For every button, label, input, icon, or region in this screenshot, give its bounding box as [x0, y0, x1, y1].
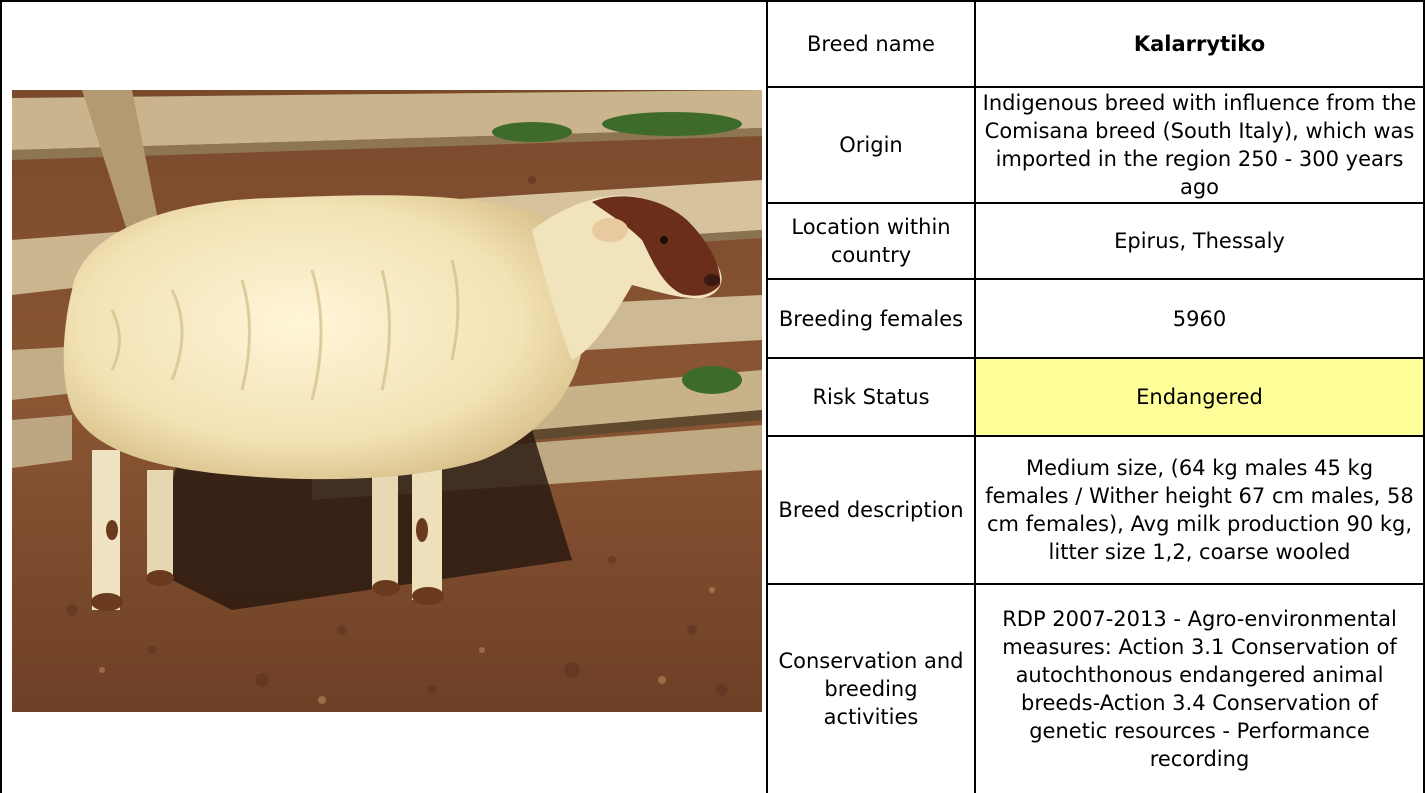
conservation-label: Conservation and breeding activities: [778, 649, 964, 729]
row-breed-name: Breed name Kalarrytiko: [766, 2, 1425, 86]
location-value: Epirus, Thessaly: [1114, 229, 1285, 253]
sheep-photo: [12, 90, 762, 712]
row-origin: Origin Indigenous breed with influence f…: [766, 88, 1425, 202]
row-location: Location within country Epirus, Thessaly: [766, 204, 1425, 278]
border-photo-right: [766, 0, 768, 793]
origin-label: Origin: [839, 133, 903, 157]
row-breeding-females: Breeding females 5960: [766, 280, 1425, 357]
row-risk-status: Risk Status Endangered: [766, 359, 1425, 435]
breeding-females-label: Breeding females: [778, 306, 964, 331]
breed-name-value: Kalarrytiko: [1133, 32, 1266, 56]
row-breed-description: Breed description Medium size, (64 kg ma…: [766, 437, 1425, 583]
border-label-right: [974, 0, 976, 793]
breed-name-label: Breed name: [807, 32, 935, 56]
row-divider: [766, 435, 1425, 437]
location-label: Location within country: [791, 215, 951, 267]
origin-value: Indigenous breed with influence from the…: [982, 91, 1417, 199]
breed-description-label: Breed description: [778, 498, 964, 522]
photo-cell: [2, 2, 766, 793]
border-top: [0, 0, 1425, 2]
row-divider: [766, 86, 1425, 88]
breed-description-value: Medium size, (64 kg males 45 kg females …: [985, 456, 1414, 564]
breed-table: Breed name Kalarrytiko Origin Indigenous…: [766, 0, 1425, 793]
breeding-females-value: 5960: [1172, 306, 1227, 331]
border-right: [1423, 0, 1425, 793]
border-left: [0, 0, 2, 793]
row-divider: [766, 202, 1425, 204]
row-divider: [766, 583, 1425, 585]
conservation-value: RDP 2007-2013 - Agro-environmental measu…: [1002, 607, 1397, 771]
row-conservation: Conservation and breeding activities RDP…: [766, 585, 1425, 793]
row-divider: [766, 357, 1425, 359]
row-divider: [766, 278, 1425, 280]
risk-status-label: Risk Status: [812, 385, 930, 409]
risk-status-value: Endangered: [976, 359, 1423, 435]
